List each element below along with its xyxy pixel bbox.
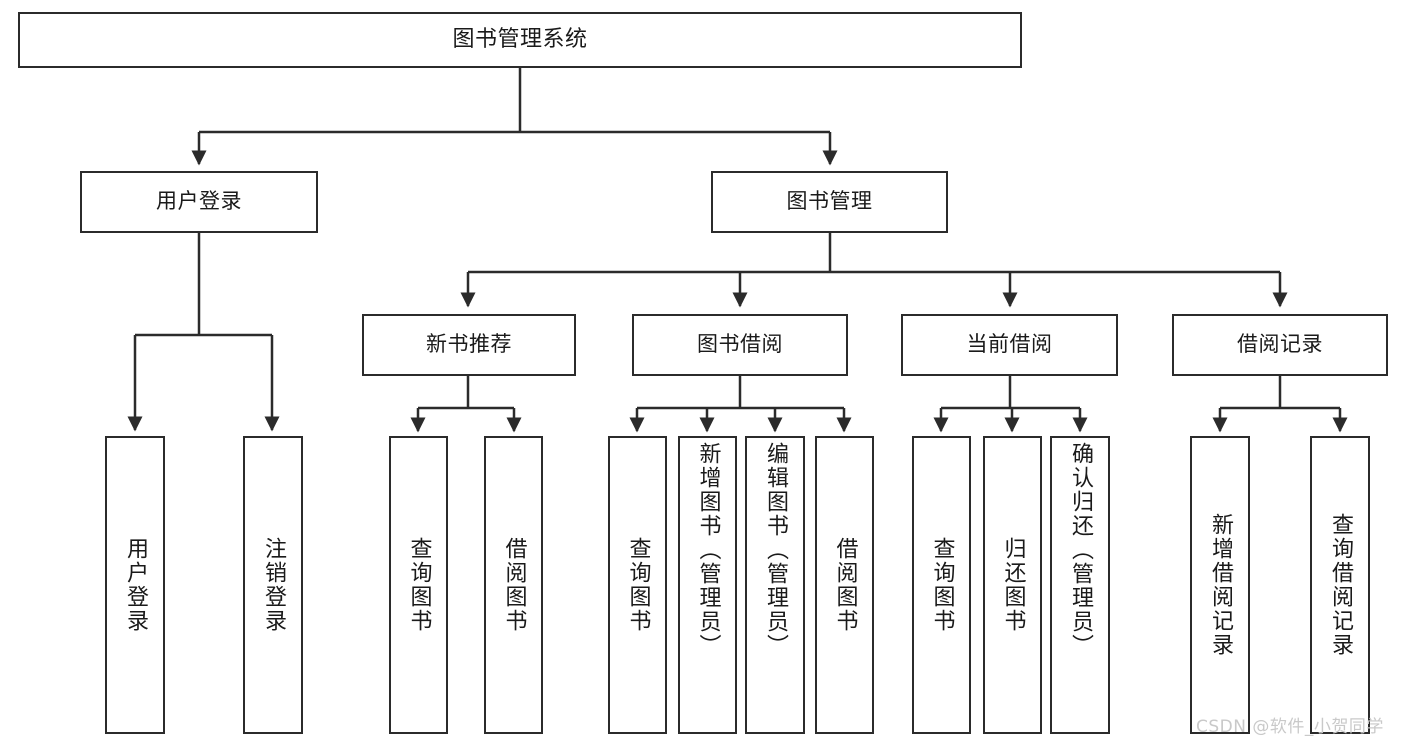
leaf-new-book-borrow[interactable]: 借阅图书 (484, 436, 543, 734)
node-label: 借阅图书 (501, 537, 527, 633)
node-label: 查询图书 (929, 537, 955, 633)
node-label: 确认归还（管理员） (1068, 442, 1093, 658)
node-borrow-records[interactable]: 借阅记录 (1172, 314, 1388, 376)
node-label: 图书管理系统 (452, 26, 588, 52)
leaf-new-book-query[interactable]: 查询图书 (389, 436, 448, 734)
node-root-system[interactable]: 图书管理系统 (18, 12, 1022, 68)
leaf-records-add-record[interactable]: 新增借阅记录 (1190, 436, 1250, 734)
node-label: 注销登录 (261, 537, 286, 633)
node-label: 用户登录 (156, 189, 242, 214)
node-label: 编辑图书（管理员） (763, 442, 788, 658)
leaf-user-login-signin[interactable]: 用户登录 (105, 436, 165, 734)
watermark-text: CSDN @软件_小贺同学 (1196, 717, 1384, 737)
node-user-login[interactable]: 用户登录 (80, 171, 318, 233)
node-book-management[interactable]: 图书管理 (711, 171, 948, 233)
node-label: 新增借阅记录 (1208, 513, 1233, 657)
node-label: 归还图书 (1000, 537, 1026, 633)
node-label: 图书借阅 (697, 332, 783, 357)
node-label: 新增图书（管理员） (695, 442, 721, 658)
leaf-user-login-signout[interactable]: 注销登录 (243, 436, 303, 734)
node-new-book-recommendation[interactable]: 新书推荐 (362, 314, 576, 376)
leaf-borrow-add-book-admin[interactable]: 新增图书（管理员） (678, 436, 737, 734)
leaf-records-query-record[interactable]: 查询借阅记录 (1310, 436, 1370, 734)
node-label: 查询图书 (406, 537, 432, 633)
node-label: 查询借阅记录 (1328, 513, 1353, 657)
leaf-current-return-book[interactable]: 归还图书 (983, 436, 1042, 734)
node-label: 借阅图书 (832, 537, 858, 633)
node-label: 用户登录 (123, 537, 148, 633)
node-label: 图书管理 (786, 189, 873, 214)
node-label: 查询图书 (625, 537, 651, 633)
leaf-current-query-book[interactable]: 查询图书 (912, 436, 971, 734)
leaf-current-confirm-return-admin[interactable]: 确认归还（管理员） (1050, 436, 1110, 734)
node-book-borrow[interactable]: 图书借阅 (632, 314, 848, 376)
node-label: 借阅记录 (1237, 332, 1323, 357)
node-current-borrow[interactable]: 当前借阅 (901, 314, 1118, 376)
node-label: 新书推荐 (426, 332, 512, 357)
node-label: 当前借阅 (966, 332, 1053, 357)
leaf-borrow-edit-book-admin[interactable]: 编辑图书（管理员） (745, 436, 805, 734)
leaf-borrow-query-book[interactable]: 查询图书 (608, 436, 667, 734)
leaf-borrow-borrow-book[interactable]: 借阅图书 (815, 436, 874, 734)
